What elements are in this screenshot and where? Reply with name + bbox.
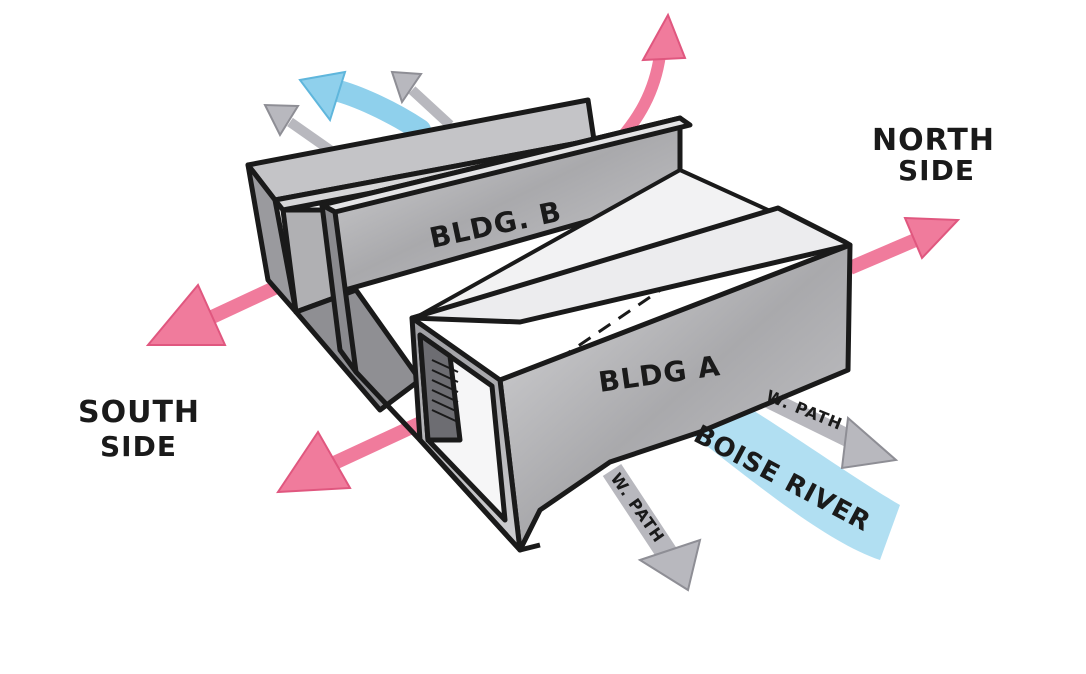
river-arrow-top [298,70,431,141]
path-arrow-bottom [602,463,702,592]
label-south-side: SOUTH SIDE [78,395,200,463]
svg-text:SOUTH: SOUTH [78,395,200,430]
path-arrow-top-right [390,70,454,129]
wind-arrow-north [847,216,961,275]
path-arrow-top-left [263,103,333,155]
label-path-bottom: W. PATH [607,469,669,546]
svg-text:SIDE: SIDE [898,154,975,187]
label-north-side: NORTH SIDE [872,123,995,187]
building-b [245,97,693,413]
building-a [354,205,853,553]
svg-text:NORTH: NORTH [872,123,995,158]
path-arrow-right [756,386,899,470]
svg-text:SIDE: SIDE [100,430,177,463]
